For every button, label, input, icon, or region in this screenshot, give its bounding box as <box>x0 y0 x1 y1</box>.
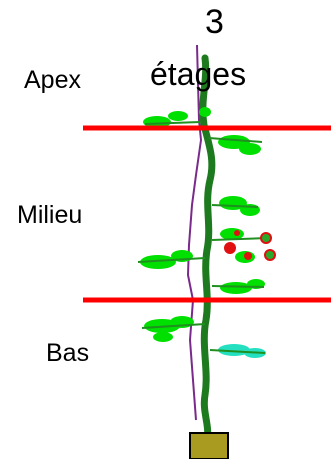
leaf <box>140 255 176 269</box>
title-number: 3 <box>205 3 224 41</box>
bottom-leaves <box>141 316 266 358</box>
leaf-stalk <box>144 121 201 125</box>
apex-leaves <box>143 107 263 155</box>
tomato <box>244 252 252 260</box>
leaf <box>168 111 188 121</box>
leaf-stalk <box>211 204 259 208</box>
level-label-bas: Bas <box>46 339 90 367</box>
leaf-stalk <box>209 349 266 354</box>
title-word: étages <box>150 56 247 92</box>
fruit-truss <box>211 237 269 241</box>
tomato <box>224 242 236 254</box>
pot <box>189 432 229 459</box>
leaf-stalk <box>208 137 263 143</box>
leaf <box>199 107 211 117</box>
leaf-stalk <box>141 323 206 329</box>
leaf <box>220 282 252 294</box>
tomato <box>260 232 272 244</box>
main-stem <box>199 54 216 444</box>
level-label-apex: Apex <box>24 66 81 94</box>
tomato <box>264 249 276 261</box>
leaf-stalk <box>137 257 206 263</box>
middle-leaves <box>137 196 276 294</box>
level-label-milieu: Milieu <box>17 201 83 229</box>
support-string <box>186 44 203 421</box>
leaf <box>239 143 261 155</box>
leaf-stalk <box>211 285 265 288</box>
leaf <box>218 344 250 356</box>
leaf <box>153 332 173 342</box>
tomato <box>234 230 240 236</box>
leaf <box>143 116 171 128</box>
